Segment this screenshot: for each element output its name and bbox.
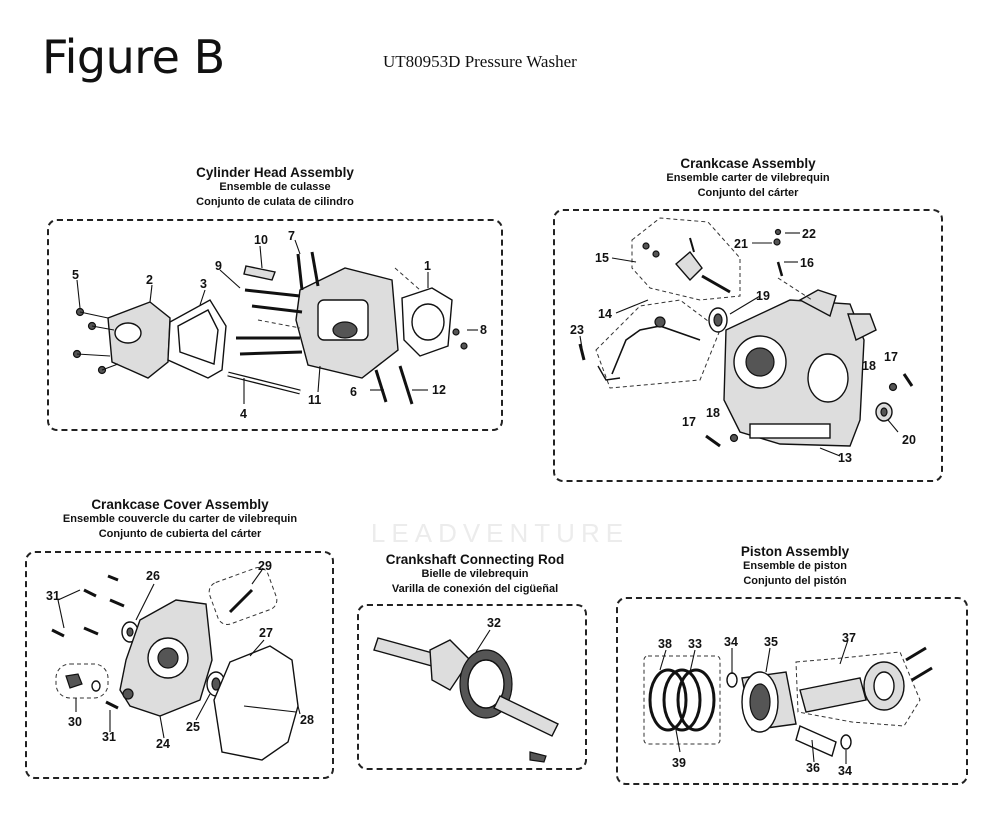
callout-14: 14 xyxy=(598,307,612,321)
callout-15: 15 xyxy=(595,251,609,265)
crankcase-cover-icon xyxy=(51,567,301,761)
crankcase-cover-panel xyxy=(25,551,334,779)
piston-heading: Piston Assembly Ensemble de piston Conju… xyxy=(690,544,900,589)
piston-title-en: Piston Assembly xyxy=(740,544,850,559)
callout-38: 38 xyxy=(658,637,672,651)
callout-34: 34 xyxy=(838,764,852,778)
callout-12: 12 xyxy=(432,383,446,397)
callout-6: 6 xyxy=(350,385,357,399)
callout-9: 9 xyxy=(215,259,222,273)
callout-4: 4 xyxy=(240,407,247,421)
callout-33: 33 xyxy=(688,637,702,651)
callout-39: 39 xyxy=(672,756,686,770)
crankcase-title-es: Conjunto del cárter xyxy=(697,187,799,199)
callout-24: 24 xyxy=(156,737,170,751)
model-title: UT80953D Pressure Washer xyxy=(383,52,577,71)
callout-36: 36 xyxy=(806,761,820,775)
cylinder-head-title-fr: Ensemble de culasse xyxy=(219,181,331,193)
crankshaft-title-es: Varilla de conexión del cigüeñal xyxy=(391,583,559,595)
callout-35: 35 xyxy=(764,635,778,649)
callout-18: 18 xyxy=(862,359,876,373)
crankcase-cover-title-en: Crankcase Cover Assembly xyxy=(91,497,269,512)
callout-5: 5 xyxy=(72,268,79,282)
crankcase-heading: Crankcase Assembly Ensemble carter de vi… xyxy=(618,156,878,201)
callout-31: 31 xyxy=(102,730,116,744)
crankcase-cover-heading: Crankcase Cover Assembly Ensemble couver… xyxy=(40,497,320,542)
callout-7: 7 xyxy=(288,229,295,243)
callout-27: 27 xyxy=(259,626,273,640)
crankcase-cover-title-fr: Ensemble couvercle du carter de vilebreq… xyxy=(62,513,298,525)
callout-37: 37 xyxy=(842,631,856,645)
crankcase-title-en: Crankcase Assembly xyxy=(680,156,816,171)
crankcase-cover-title-es: Conjunto de cubierta del cárter xyxy=(98,528,262,540)
crankcase-panel xyxy=(553,209,943,482)
callout-23: 23 xyxy=(570,323,584,337)
crankshaft-heading: Crankshaft Connecting Rod Bielle de vile… xyxy=(360,552,590,597)
callout-20: 20 xyxy=(902,433,916,447)
figure-title: Figure B xyxy=(42,30,225,84)
cylinder-head-panel xyxy=(47,219,503,431)
callout-28: 28 xyxy=(300,713,314,727)
crankcase-icon xyxy=(578,217,914,457)
callout-30: 30 xyxy=(68,715,82,729)
callout-31: 31 xyxy=(46,589,60,603)
cylinder-head-heading: Cylinder Head Assembly Ensemble de culas… xyxy=(150,165,400,210)
callout-17: 17 xyxy=(682,415,696,429)
callout-34: 34 xyxy=(724,635,738,649)
watermark: LEADVENTURE xyxy=(370,518,630,548)
cylinder-head-icon xyxy=(72,239,478,405)
callout-19: 19 xyxy=(756,289,770,303)
piston-panel xyxy=(616,597,968,785)
callout-18: 18 xyxy=(706,406,720,420)
piston-icon xyxy=(643,639,933,764)
callout-21: 21 xyxy=(734,237,748,251)
crankshaft-title-fr: Bielle de vilebrequin xyxy=(421,568,529,580)
cylinder-head-title-es: Conjunto de culata de cilindro xyxy=(196,196,354,208)
callout-3: 3 xyxy=(200,277,207,291)
callout-29: 29 xyxy=(258,559,272,573)
callout-32: 32 xyxy=(487,616,501,630)
callout-16: 16 xyxy=(800,256,814,270)
piston-title-fr: Ensemble de piston xyxy=(743,560,847,572)
crankcase-title-fr: Ensemble carter de vilebrequin xyxy=(666,172,830,184)
callout-11: 11 xyxy=(308,393,321,407)
callout-10: 10 xyxy=(254,233,268,247)
callout-17: 17 xyxy=(884,350,898,364)
callout-13: 13 xyxy=(838,451,852,465)
callout-22: 22 xyxy=(802,227,816,241)
crankshaft-icon xyxy=(373,629,559,763)
cylinder-head-title-en: Cylinder Head Assembly xyxy=(196,165,354,180)
crankshaft-panel xyxy=(357,604,587,770)
callout-2: 2 xyxy=(146,273,153,287)
callout-1: 1 xyxy=(424,259,431,273)
crankshaft-title-en: Crankshaft Connecting Rod xyxy=(385,552,565,567)
callout-8: 8 xyxy=(480,323,487,337)
piston-title-es: Conjunto del pistón xyxy=(743,575,847,587)
callout-26: 26 xyxy=(146,569,160,583)
callout-25: 25 xyxy=(186,720,200,734)
